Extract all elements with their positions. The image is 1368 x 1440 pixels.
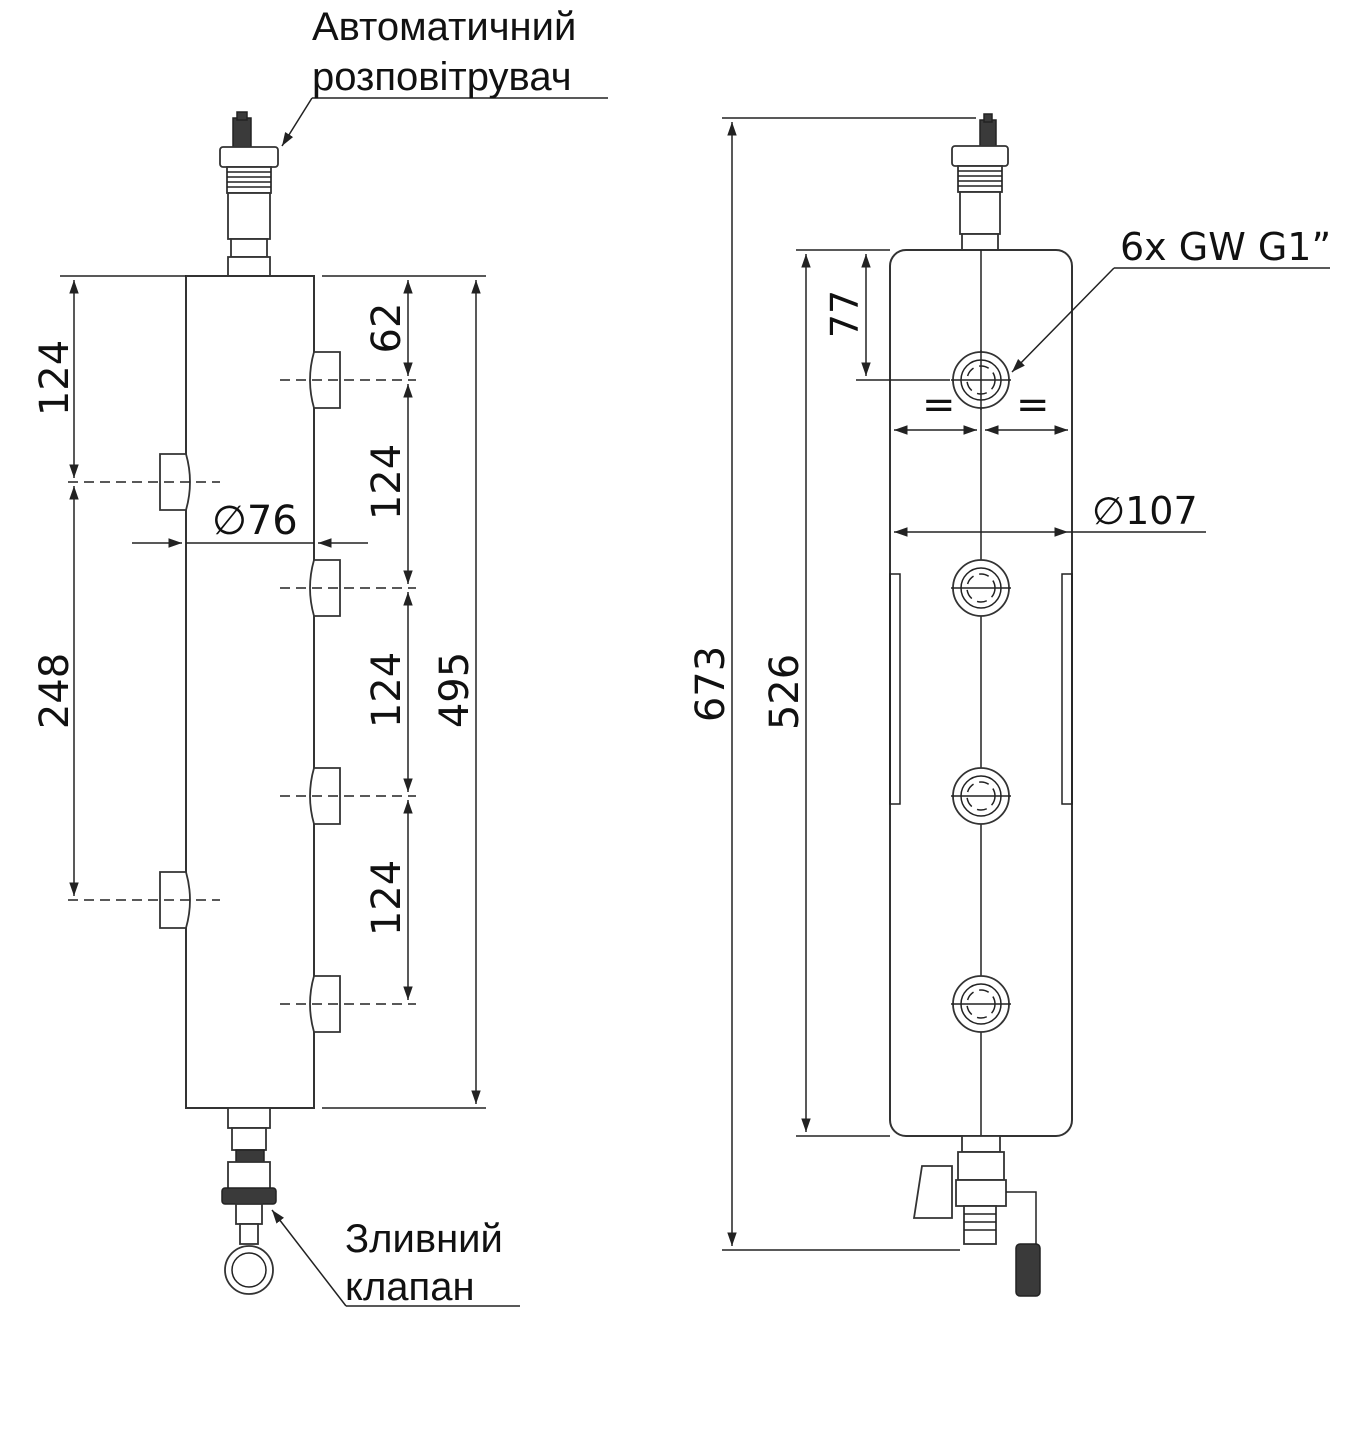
drain-valve-label-line2: клапан [345,1265,475,1309]
drain-valve-label-line1: Зливний [345,1217,503,1261]
dim-124-left-top: 124 [32,340,78,416]
equal-mark-left: = [922,382,956,428]
dim-673: 673 [688,646,734,722]
dim-248-left: 248 [32,653,78,729]
dimension-lines-left [60,275,486,1109]
dim-62: 62 [364,303,410,354]
air-vent-label-line1: Автоматичний [312,5,576,49]
equal-mark-right: = [1016,382,1050,428]
left-side-view: 124 248 62 124 124 124 495 ∅76 Автоматич… [32,5,608,1309]
dim-124-spacing-2: 124 [364,652,410,728]
dim-526: 526 [762,654,808,730]
right-connection-stubs [280,351,416,1033]
front-connections [951,350,1011,1033]
dim-124-spacing-1: 124 [364,444,410,520]
air-vent-valve [219,111,279,277]
dim-diameter-76: ∅76 [212,498,298,544]
separator-body-left [185,275,315,1109]
drain-valve [221,1107,277,1295]
left-connection-stubs [68,453,220,929]
dim-124-spacing-3: 124 [364,860,410,936]
connections-label: 6x GW G1” [1120,225,1331,269]
dim-495: 495 [432,652,478,728]
dimension-lines-right [722,117,1206,1251]
right-front-view: 673 526 77 ∅107 = = 6x GW G1” [688,113,1331,1297]
air-vent-valve-front [951,113,1009,251]
dim-77: 77 [823,290,867,338]
air-vent-label-line2: розповітрувач [312,55,572,99]
drain-valve-front [912,1135,1041,1297]
dim-diameter-107: ∅107 [1092,489,1198,533]
